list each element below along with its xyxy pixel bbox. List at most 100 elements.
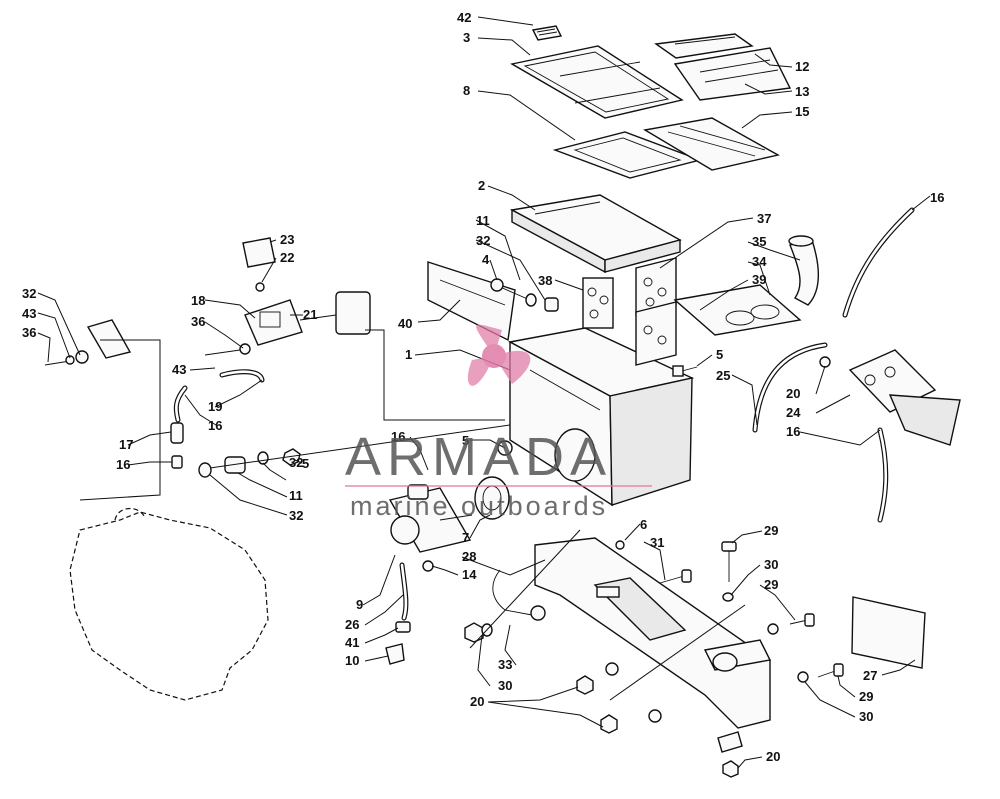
part-31-bolt bbox=[659, 569, 692, 584]
callout-2: 2 bbox=[478, 178, 485, 193]
callout-37: 37 bbox=[757, 211, 771, 226]
callout-25: 25 bbox=[716, 368, 730, 383]
callout-17: 17 bbox=[119, 437, 133, 452]
callout-23: 23 bbox=[280, 232, 294, 247]
part-24-fuel-pump bbox=[848, 349, 961, 446]
part-17-fuel-filter bbox=[170, 422, 184, 469]
propeller-logo-icon bbox=[467, 324, 531, 386]
callout-15: 15 bbox=[795, 104, 809, 119]
part-9-carburetor bbox=[388, 484, 473, 553]
part-4-bolt bbox=[490, 278, 531, 301]
part-6-nut bbox=[615, 540, 625, 550]
part-5-nut-row bbox=[282, 448, 301, 466]
part-36-screw-left bbox=[44, 350, 89, 366]
part-29-bolt-upper bbox=[721, 541, 737, 582]
part-33-rod bbox=[492, 569, 546, 621]
callout-20: 20 bbox=[786, 386, 800, 401]
part-23-decal bbox=[242, 237, 276, 268]
callout-16: 16 bbox=[391, 429, 405, 444]
callout-26: 26 bbox=[345, 617, 359, 632]
callout-34: 34 bbox=[752, 254, 767, 269]
callout-7: 7 bbox=[462, 530, 469, 545]
part-22-nut bbox=[255, 282, 265, 292]
part-5-bolt-housing bbox=[672, 365, 698, 377]
watermark-brand: ARMADA bbox=[345, 427, 612, 487]
part-1-main-housing bbox=[507, 327, 695, 507]
callout-19: 19 bbox=[208, 399, 222, 414]
callout-42: 42 bbox=[457, 10, 471, 25]
callout-35: 35 bbox=[752, 234, 766, 249]
callout-41: 41 bbox=[345, 635, 359, 650]
callout-9: 9 bbox=[356, 597, 363, 612]
callout-5: 5 bbox=[302, 456, 309, 471]
callout-16: 16 bbox=[208, 418, 222, 433]
part-38-foam-block bbox=[582, 277, 614, 329]
part-15-panel bbox=[643, 117, 780, 171]
part-20-nut-bottom-left bbox=[600, 709, 662, 734]
callout-5: 5 bbox=[716, 347, 723, 362]
callout-32: 32 bbox=[289, 455, 303, 470]
part-20-nut-mid bbox=[576, 662, 619, 695]
callout-22: 22 bbox=[280, 250, 294, 265]
part-2-airbox-lid bbox=[509, 194, 682, 274]
part-30-washer-side bbox=[767, 623, 779, 635]
part-3-top-cover bbox=[510, 45, 684, 119]
watermark-tagline: marine outboards bbox=[350, 491, 608, 521]
callout-1: 1 bbox=[405, 347, 412, 362]
callout-8: 8 bbox=[463, 83, 470, 98]
part-10-cap bbox=[385, 643, 405, 665]
engine-outline bbox=[69, 507, 269, 701]
part-27-pad bbox=[851, 596, 926, 669]
part-32-washer-row bbox=[198, 462, 212, 478]
callout-39: 39 bbox=[752, 272, 766, 287]
part-39-foam-block bbox=[635, 301, 677, 366]
callout-32: 32 bbox=[476, 233, 490, 248]
callout-24: 24 bbox=[786, 405, 801, 420]
part-knob bbox=[712, 652, 738, 672]
callout-16: 16 bbox=[786, 424, 800, 439]
part-35-intake-boot bbox=[788, 235, 819, 306]
part-40-gasket-strip bbox=[427, 261, 516, 342]
part-36-screw-mid bbox=[204, 343, 251, 356]
callout-30: 30 bbox=[498, 678, 512, 693]
callout-40: 40 bbox=[398, 316, 412, 331]
part-20-nut-bottom bbox=[717, 731, 743, 778]
callout-29: 29 bbox=[764, 577, 778, 592]
part-32-washer-row-2 bbox=[257, 451, 269, 465]
part-34-plate bbox=[673, 284, 802, 336]
part-42-decal bbox=[531, 25, 563, 41]
part-29-bolt-lower bbox=[817, 663, 844, 678]
part-21-actuator bbox=[299, 291, 371, 335]
callout-16: 16 bbox=[930, 190, 944, 205]
leader-lines bbox=[37, 16, 931, 769]
callout-30: 30 bbox=[859, 709, 873, 724]
part-25-hose bbox=[752, 342, 828, 433]
callout-36: 36 bbox=[191, 314, 205, 329]
part-16-hose-right-bottom bbox=[877, 427, 889, 523]
callout-20: 20 bbox=[470, 694, 484, 709]
callout-4: 4 bbox=[482, 252, 490, 267]
part-30-washer-lower bbox=[797, 671, 809, 683]
callout-5: 5 bbox=[462, 433, 469, 448]
part-28-support-bracket bbox=[534, 537, 772, 729]
callout-18: 18 bbox=[191, 293, 205, 308]
armada-watermark: ARMADA marine outboards bbox=[345, 324, 652, 521]
callout-20: 20 bbox=[766, 749, 780, 764]
part-12-cover-plate bbox=[654, 33, 754, 59]
part-18-throttle-bracket bbox=[244, 299, 303, 346]
callout-3: 3 bbox=[463, 30, 470, 45]
callout-11: 11 bbox=[289, 488, 303, 503]
part-32-washer-top bbox=[525, 293, 537, 307]
part-20-nut-left bbox=[464, 622, 484, 643]
part-11-spacer-row bbox=[224, 456, 246, 474]
callout-10: 10 bbox=[345, 653, 359, 668]
callout-32: 32 bbox=[289, 508, 303, 523]
callout-6: 6 bbox=[640, 517, 647, 532]
part-29-bolt-side bbox=[789, 613, 815, 627]
part-20-nut-pump bbox=[819, 356, 831, 368]
part-14-clip bbox=[422, 560, 434, 572]
callout-28: 28 bbox=[462, 549, 476, 564]
callout-31: 31 bbox=[650, 535, 664, 550]
